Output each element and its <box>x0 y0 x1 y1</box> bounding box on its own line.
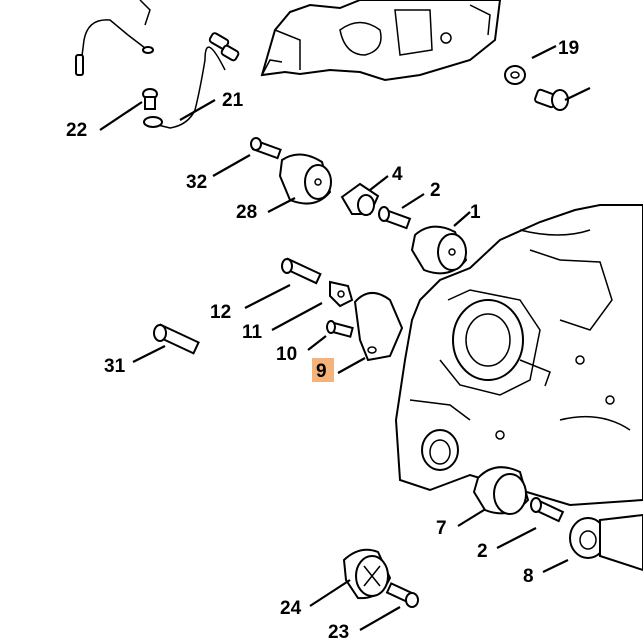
callout-23: 23 <box>328 622 349 643</box>
callout-32: 32 <box>186 172 207 193</box>
callout-2-upper: 2 <box>430 180 441 201</box>
callout-24: 24 <box>280 598 302 619</box>
screw-32 <box>250 137 282 160</box>
callout-2-lower: 2 <box>477 541 488 562</box>
cover-plate-9 <box>353 292 404 362</box>
callout-28: 28 <box>236 202 257 223</box>
upper-housing <box>260 0 502 82</box>
ground-wire-21 <box>143 32 240 129</box>
callout-10: 10 <box>276 344 297 365</box>
callout-11: 11 <box>242 322 263 343</box>
screw-22 <box>142 88 158 110</box>
bracket-11 <box>329 280 354 308</box>
callout-21: 21 <box>222 90 244 111</box>
callout-labels: 19 22 21 32 4 2 1 28 12 11 10 31 9 7 2 8… <box>66 38 579 643</box>
screw-31 <box>153 323 200 355</box>
buffer-8 <box>569 513 643 572</box>
leader-lines <box>99 45 591 631</box>
callout-1: 1 <box>470 202 481 223</box>
callout-31: 31 <box>104 356 126 377</box>
annular-buffer-1 <box>410 225 468 275</box>
annular-buffer-28 <box>278 153 332 205</box>
screw-2-lower <box>530 497 565 523</box>
screw-23 <box>385 582 419 608</box>
callout-12: 12 <box>210 302 231 323</box>
callout-19: 19 <box>558 38 579 59</box>
bushing-4 <box>340 182 380 216</box>
nut-19 <box>504 65 569 111</box>
callout-4: 4 <box>392 164 403 185</box>
callout-22: 22 <box>66 120 87 141</box>
callout-8: 8 <box>523 566 534 587</box>
callout-9: 9 <box>316 361 327 382</box>
callout-7: 7 <box>436 518 447 539</box>
crankcase <box>394 204 643 507</box>
callout-9-highlight <box>312 358 334 382</box>
annular-buffer-7 <box>472 466 530 515</box>
screw-2-upper <box>378 206 412 230</box>
screw-12 <box>281 257 322 285</box>
oil-pump-24 <box>342 548 392 600</box>
ground-wire-upper <box>75 0 154 76</box>
screw-10 <box>326 320 354 338</box>
